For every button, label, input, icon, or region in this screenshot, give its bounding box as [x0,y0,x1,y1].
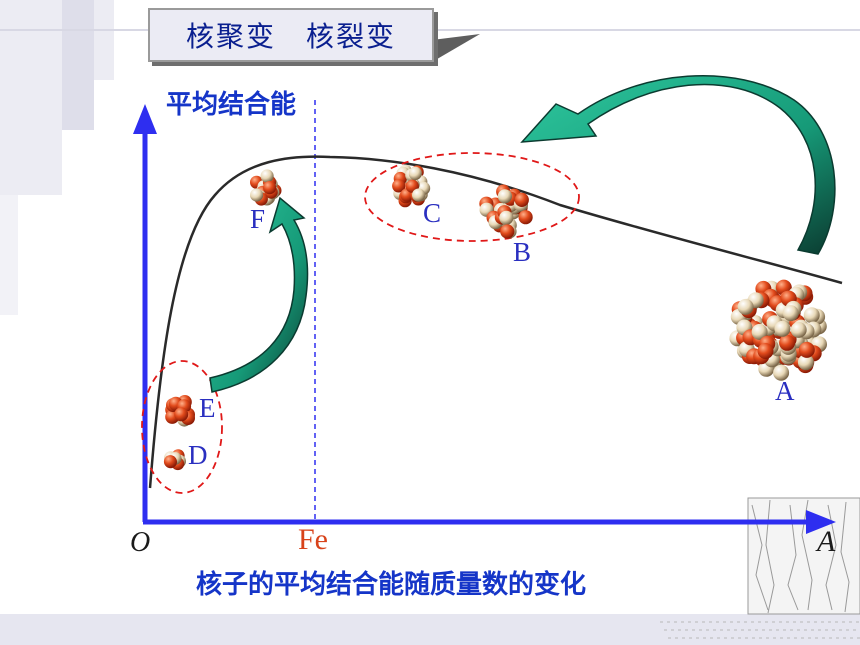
y-axis-label: 平均结合能 [166,90,297,120]
neutron-ball [412,188,426,202]
x-axis-label: A [817,525,836,558]
neutron-ball [499,210,514,225]
proton-ball [174,407,189,422]
nucleus-label-f: F [250,204,266,234]
fe-label: Fe [298,523,328,556]
axes [133,104,836,534]
proton-ball [779,334,796,351]
page-title: 核聚变 核裂变 [148,8,434,62]
neutron-ball [790,321,807,338]
proton-ball [163,455,177,468]
proton-ball [392,179,406,193]
neutron-ball [250,188,264,202]
fusion-group-ellipse [141,360,223,494]
nucleus-label-a: A [775,376,795,406]
nucleus-a [729,279,827,381]
proton-ball [518,210,533,225]
fission-products-ellipse [364,152,580,242]
nucleus-label-b: B [513,237,532,267]
nucleus-b [479,184,533,239]
title-shadow-wedge [432,34,480,62]
proton-ball [798,341,815,358]
neutron-ball [497,189,512,204]
nucleus-label-e: E [199,393,216,423]
proton-ball [514,192,529,207]
fusion-arrow [209,196,309,393]
proton-ball [263,181,277,195]
neutron-ball [737,298,754,315]
figure-caption: 核子的平均结合能随质量数的变化 [196,570,587,600]
fission-arrow [520,74,836,255]
nucleus-c [392,164,431,208]
neutron-ball [408,166,422,180]
neutron-ball [803,307,820,324]
nucleus-f [250,169,282,206]
neutron-ball [797,354,814,371]
origin-label: O [130,527,151,558]
nucleus-label-c: C [423,198,442,228]
decorative-texture [660,497,860,639]
x-axis-arrowhead [806,510,836,534]
proton-ball [757,343,774,359]
neutron-ball [782,305,799,322]
proton-ball [500,224,515,239]
nucleus-label-d: D [188,440,208,470]
nucleus-e [165,395,195,427]
neutron-ball [774,320,791,337]
nucleus-d [163,449,187,471]
neutron-ball [751,323,768,340]
y-axis-arrowhead [133,104,157,134]
binding-energy-curve [148,155,843,489]
neutron-ball [773,364,790,381]
neutron-ball [260,169,274,183]
bottom-band [0,614,860,645]
